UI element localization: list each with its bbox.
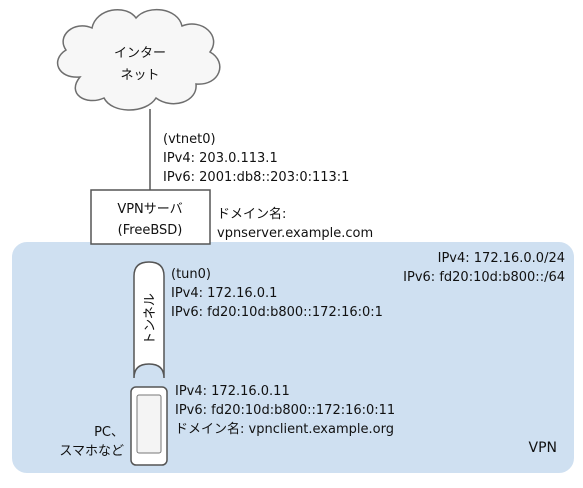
client-ipv4: IPv4: 172.16.0.11 — [175, 384, 290, 399]
vpn-network-ipv6: IPv6: fd20:10d:b800::/64 — [403, 270, 565, 285]
vpn-server-box — [90, 189, 211, 245]
tunnel-shape — [133, 261, 165, 379]
internet-label-line1: インター — [114, 46, 166, 61]
server-wan-ipv4: IPv4: 203.0.113.1 — [163, 151, 278, 166]
server-domain-label: ドメイン名: — [217, 206, 286, 222]
server-tun-ipv4: IPv4: 172.16.0.1 — [171, 286, 277, 301]
vpn-network-ipv4: IPv4: 172.16.0.0/24 — [438, 251, 565, 266]
server-wan-iface: (vtnet0) — [163, 132, 216, 147]
server-label-line2: (FreeBSD) — [118, 223, 183, 238]
client-ipv6: IPv6: fd20:10d:b800::172:16:0:11 — [175, 403, 395, 418]
client-label-line2: スマホなど — [59, 444, 124, 459]
server-domain: vpnserver.example.com — [217, 226, 373, 241]
server-tun-ipv6: IPv6: fd20:10d:b800::172:16:0:1 — [171, 305, 383, 320]
server-label-line1: VPNサーバ — [117, 202, 182, 217]
internet-label-line2: ネット — [120, 68, 159, 83]
client-device-screen — [136, 394, 162, 454]
client-label-line1: PC、 — [94, 425, 124, 440]
server-wan-ipv6: IPv6: 2001:db8::203:0:113:1 — [163, 170, 349, 185]
client-domain: ドメイン名: vpnclient.example.org — [175, 421, 394, 437]
vpn-network-label: VPN — [529, 440, 558, 456]
internet-cloud-icon — [56, 8, 221, 111]
server-tun-iface: (tun0) — [171, 267, 211, 282]
tunnel-label: トンネル — [143, 293, 158, 345]
